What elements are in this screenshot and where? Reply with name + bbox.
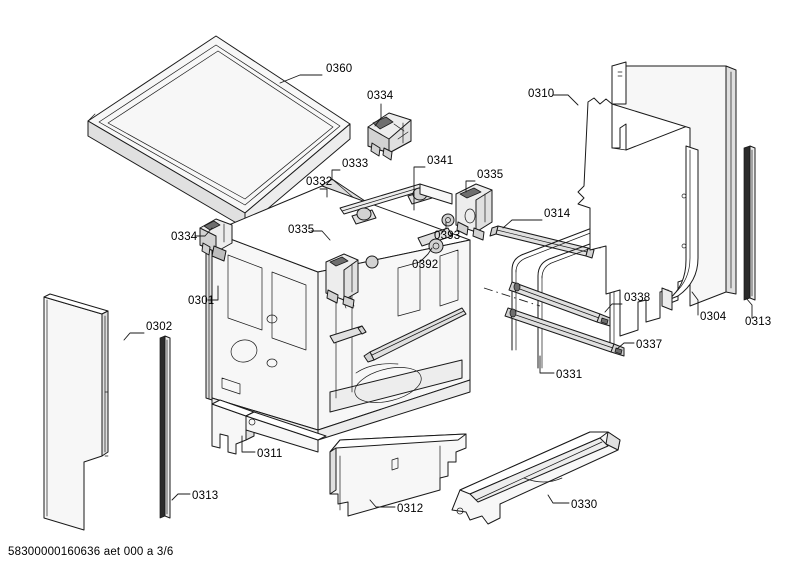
part-0341-upper-rail (339, 183, 453, 225)
leader-line-0331 (539, 355, 555, 374)
callout-label-latch-catch[interactable]: 0332 (306, 176, 333, 188)
leader-line-0310 (552, 94, 579, 106)
callout-label-seal-strip-left[interactable]: 0313 (192, 490, 219, 502)
callout-label-rail-support-front[interactable]: 0337 (636, 339, 663, 351)
leader-line-0333 (331, 169, 341, 181)
callout-label-rail-roller[interactable]: 0392 (412, 259, 439, 271)
callout-label-tub-cabinet-main[interactable]: 0301 (188, 295, 215, 307)
leader-line-0312 (369, 499, 396, 508)
part-0337-rail-support-front (504, 307, 625, 357)
leader-line-0360 (279, 74, 323, 84)
callout-label-hinge-bracket-upper-left[interactable]: 0334 (171, 231, 198, 243)
callout-label-worktop-lid-panel[interactable]: 0360 (326, 63, 353, 75)
callout-label-base-drip-tray[interactable]: 0330 (571, 499, 598, 511)
leader-line-0335 (310, 230, 331, 241)
part-0314-upper-basket-rail (363, 225, 595, 363)
callout-label-corner-bracket-right[interactable]: 0335 (477, 169, 504, 181)
callout-label-side-panel-left[interactable]: 0302 (146, 321, 173, 333)
callout-label-seal-strip-right[interactable]: 0313 (745, 316, 772, 328)
leader-line-0334 (194, 227, 213, 237)
leader-line-0334 (374, 103, 382, 127)
part-0334-hinge-bracket-left (199, 218, 233, 262)
leader-line-0313 (171, 493, 191, 501)
callout-label-upper-rail-bracket[interactable]: 0341 (427, 155, 454, 167)
callout-leader-lines (123, 74, 753, 508)
leader-line-0393 (440, 221, 447, 235)
part-0311-base-plinth (211, 399, 327, 455)
part-0301-tub-cabinet (205, 185, 471, 441)
callout-label-upper-basket-rail[interactable]: 0314 (544, 208, 571, 220)
leader-line-0330 (547, 494, 570, 504)
footer-drawing-number: 58300000160636 aet 000 a 3/6 (8, 546, 174, 558)
part-0335-corner-bracket-right (455, 183, 493, 241)
leader-line-0392 (419, 247, 433, 263)
leader-line-0302 (123, 332, 145, 341)
part-0338-rail-support-rear (508, 281, 611, 327)
part-0330-drip-tray (451, 431, 621, 525)
leader-line-0313 (745, 297, 753, 319)
leader-line-0332 (319, 188, 328, 198)
leader-line-0338 (604, 303, 623, 313)
part-0335-corner-bracket-left (325, 253, 359, 309)
leader-line-0341 (413, 166, 426, 211)
part-0392-rail-roller (365, 227, 453, 269)
leader-line-0337 (616, 342, 635, 350)
callout-label-rail-vertical-post[interactable]: 0331 (556, 369, 583, 381)
part-0313-seal-strip-right (743, 145, 756, 301)
part-0302-side-panel-left (43, 293, 109, 531)
callout-label-rail-support-rear[interactable]: 0338 (624, 292, 651, 304)
part-0304-side-panel-right (611, 61, 737, 311)
leader-line-0304 (691, 291, 699, 316)
callout-label-hinge-bracket-upper-right[interactable]: 0334 (367, 90, 394, 102)
callout-label-base-foot-plinth[interactable]: 0311 (257, 448, 283, 460)
part-0360-worktop (87, 35, 351, 229)
leader-line-0314 (502, 219, 543, 229)
part-0310-insulation-mat (577, 97, 691, 337)
leader-line-0311 (241, 435, 256, 453)
callout-label-corner-bracket-left[interactable]: 0335 (288, 224, 315, 236)
part-0334-hinge-bracket-upper (367, 112, 412, 161)
part-0313-seal-strip-left (159, 335, 171, 519)
leader-line-0335 (465, 180, 476, 193)
callout-label-kick-plate-front[interactable]: 0312 (397, 503, 424, 515)
callout-label-insulation-mat-side[interactable]: 0310 (528, 88, 555, 100)
leader-line-0301 (207, 285, 219, 301)
callout-label-side-panel-right[interactable]: 0304 (700, 311, 727, 323)
callout-label-latch-arm[interactable]: 0333 (342, 158, 369, 170)
part-0393-roller-fastener (441, 213, 455, 227)
part-0312-kick-plate (329, 433, 467, 517)
callout-label-roller-fastener[interactable]: 0393 (434, 230, 461, 242)
